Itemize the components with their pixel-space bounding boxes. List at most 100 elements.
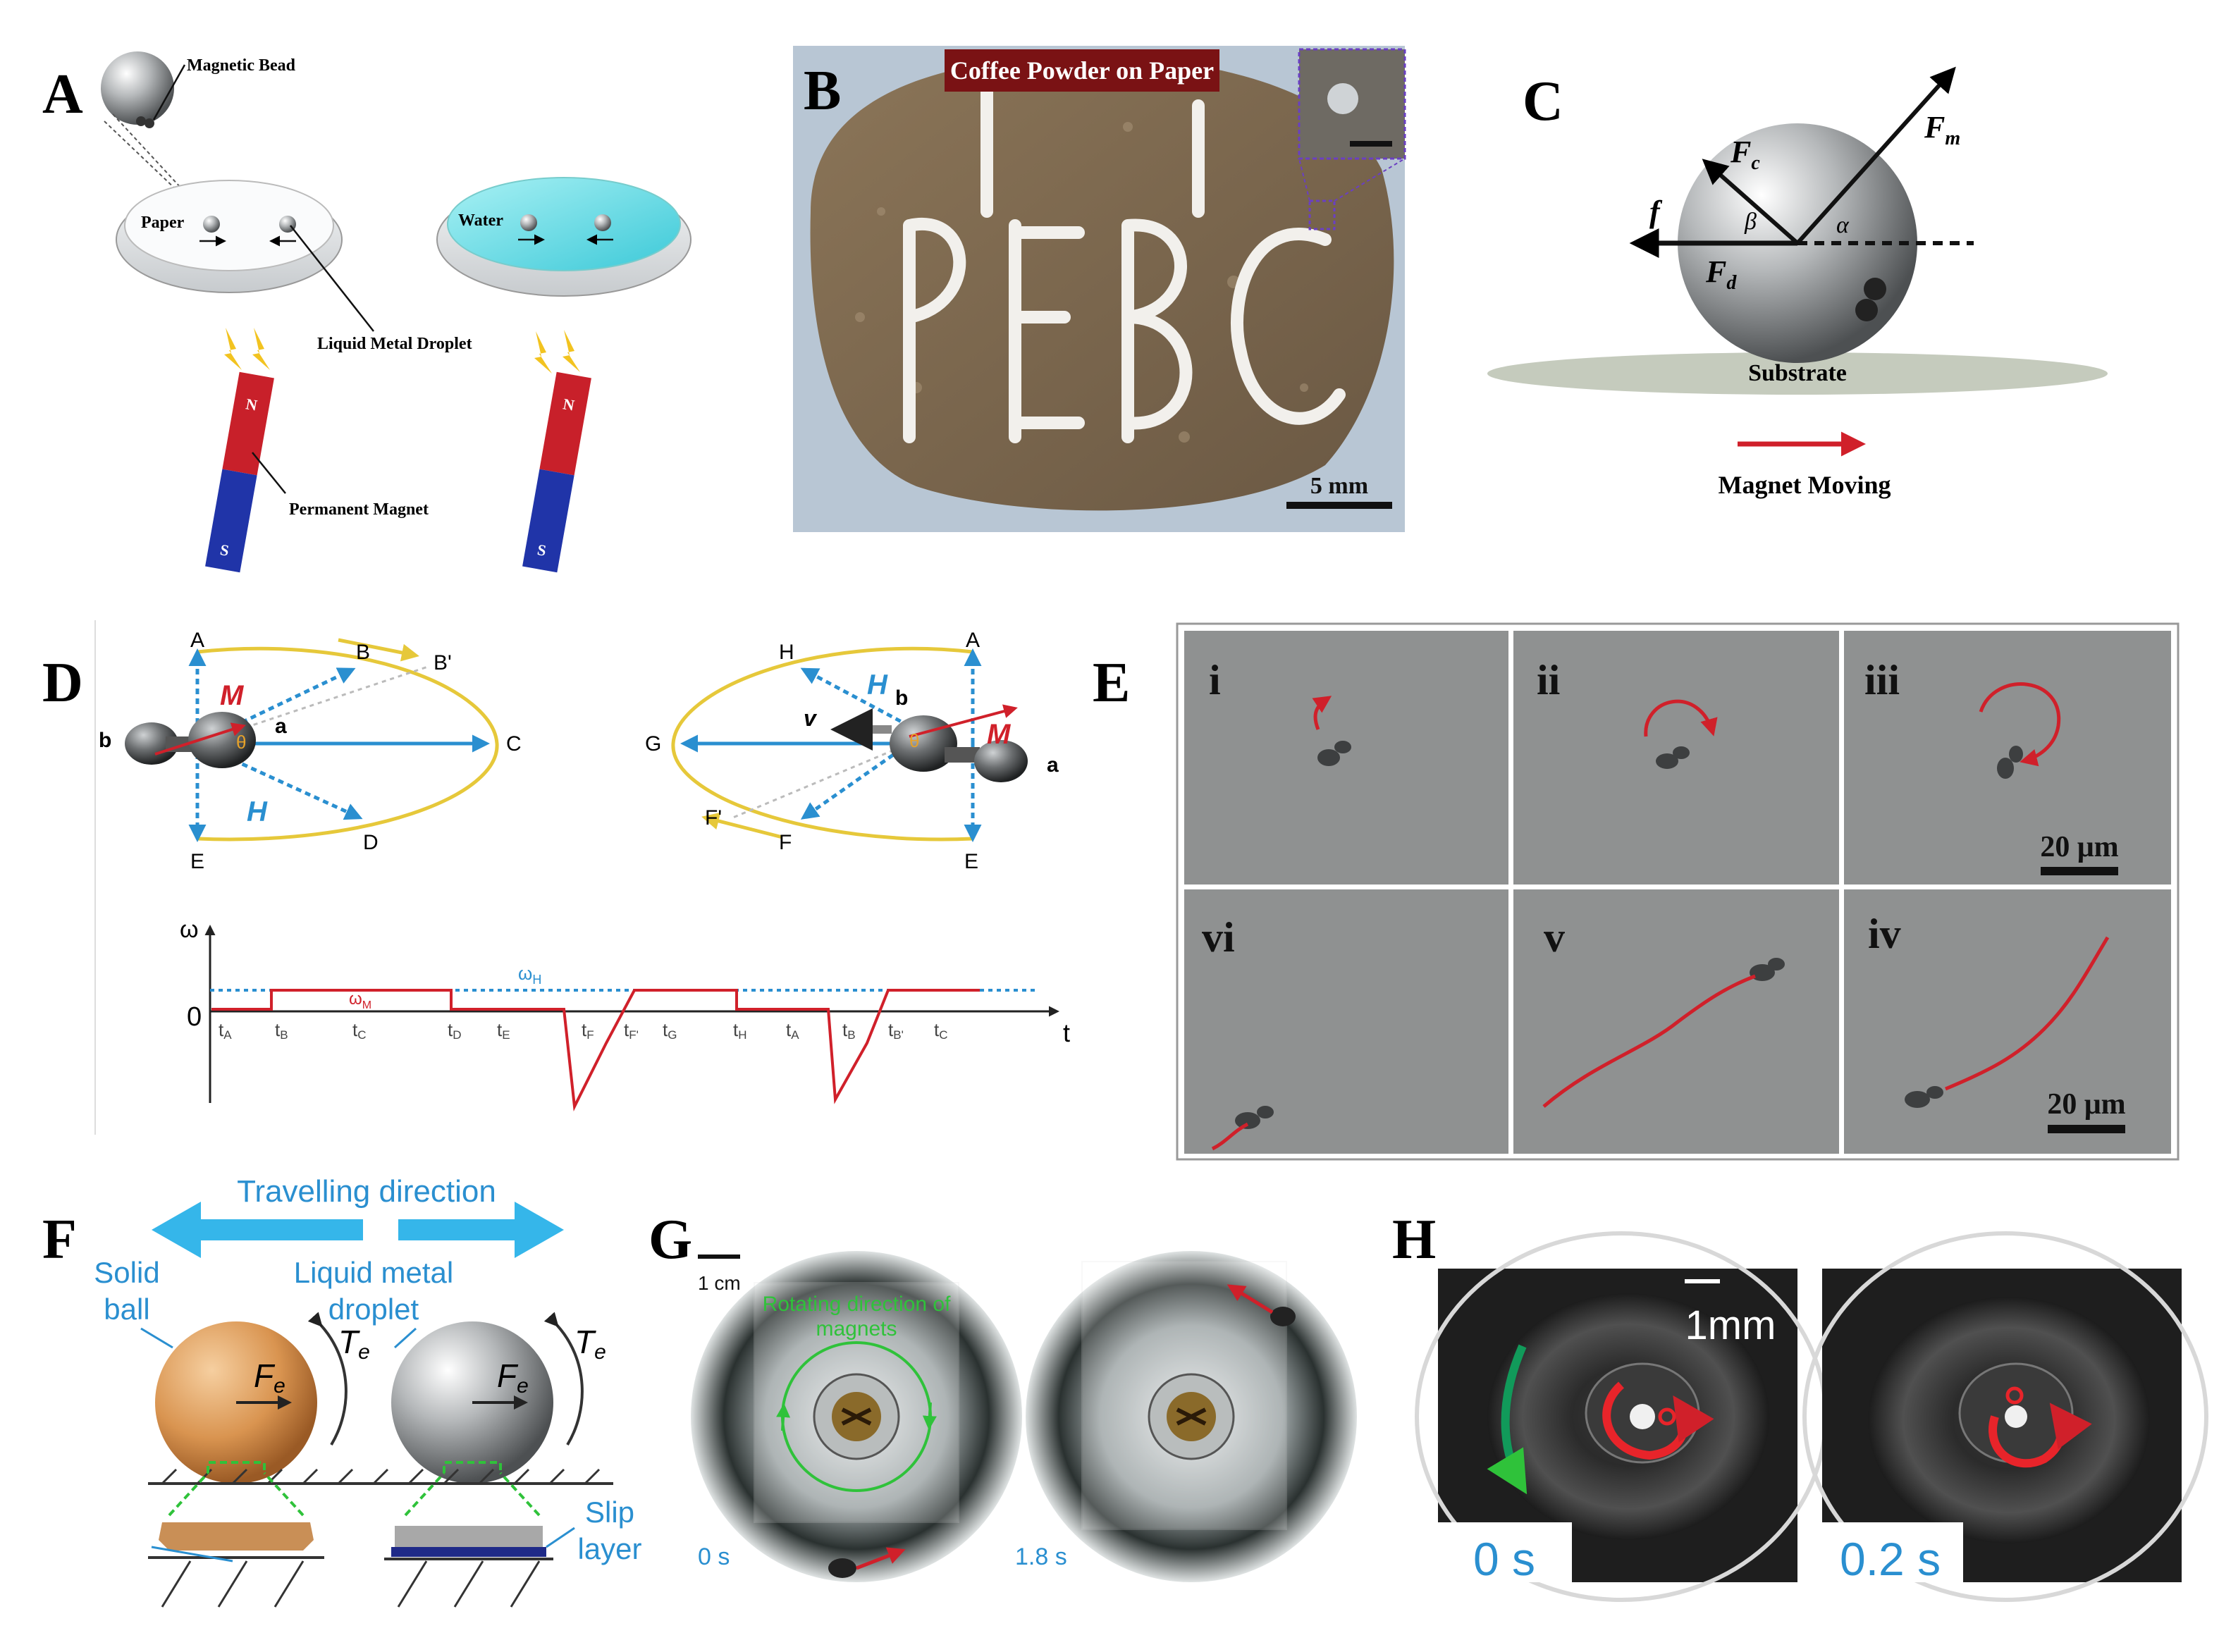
d-left-E: E <box>190 850 204 873</box>
panel-letter-g: G <box>649 1209 692 1271</box>
g-rotating-line1: Rotating direction of <box>763 1293 951 1316</box>
e-tile-vi <box>1184 889 1508 1154</box>
e-label-i: i <box>1209 657 1221 703</box>
d-right-F: F <box>779 831 792 854</box>
d-right-b: b <box>895 686 908 710</box>
e-tile-iv <box>1844 889 2171 1154</box>
label-fe-liquid: Fe <box>497 1357 529 1398</box>
label-fm: Fm <box>1924 110 1960 149</box>
label-magnetic-bead: Magnetic Bead <box>187 56 296 75</box>
permanent-magnet-right: N S <box>522 371 591 573</box>
label-te-solid: Te <box>338 1324 370 1364</box>
d-right-theta: θ <box>909 730 919 751</box>
d-right-v: v <box>804 705 818 731</box>
e-tile-iii <box>1844 631 2171 884</box>
label-magnet-moving: Magnet Moving <box>1719 471 1891 499</box>
panel-letter-b: B <box>804 60 841 122</box>
panel-letter-d: D <box>42 652 83 714</box>
d-right-A: A <box>966 629 980 652</box>
omega-m-curve <box>211 989 980 1111</box>
label-slip: Slip <box>585 1496 634 1529</box>
label-fe-solid: Fe <box>254 1357 285 1398</box>
panel-letter-e: E <box>1093 652 1130 714</box>
label-te-liquid: Te <box>574 1324 606 1364</box>
label-solid: Solid <box>94 1256 159 1289</box>
e-label-iv: iv <box>1868 911 1901 957</box>
svg-text:N: N <box>245 395 259 414</box>
h-time-left: 0 s <box>1473 1533 1535 1585</box>
label-ball: ball <box>104 1293 149 1326</box>
svg-text:tA: tA <box>219 1019 232 1042</box>
scale-bar-b <box>1286 502 1392 509</box>
svg-text:tB: tB <box>842 1019 856 1042</box>
omega-h-label: ωH <box>518 963 541 987</box>
svg-text:tB: tB <box>275 1019 288 1042</box>
g-scale-label: 1 cm <box>698 1272 741 1294</box>
permanent-magnet-left: N S <box>205 371 274 573</box>
label-substrate: Substrate <box>1748 360 1847 386</box>
h-time-right: 0.2 s <box>1840 1533 1941 1585</box>
panel-a: A Magnetic Bead Paper Water Liquid Metal… <box>42 51 691 573</box>
label-droplet: droplet <box>328 1293 419 1326</box>
d-left-vec-m: M <box>220 680 245 711</box>
label-fc: Fc <box>1730 135 1760 174</box>
d-left-C: C <box>506 732 522 756</box>
panel-b: Coffee Powder on Paper B 5 mm <box>793 46 1406 532</box>
svg-text:S: S <box>536 541 547 560</box>
label-liquid-metal-droplet: Liquid Metal Droplet <box>317 335 472 353</box>
solid-contact-zoom <box>159 1522 314 1551</box>
panel-f: F Travelling direction Solid ball Liquid… <box>42 1174 642 1608</box>
svg-text:tH: tH <box>733 1019 747 1042</box>
d-left-theta: θ <box>236 732 246 753</box>
panel-letter-a: A <box>42 63 83 125</box>
label-paper: Paper <box>141 214 185 232</box>
label-permanent-magnet: Permanent Magnet <box>289 500 429 519</box>
d-right-vec-h: H <box>867 670 888 701</box>
left-arrow-icon <box>152 1202 363 1258</box>
scale-label-b: 5 mm <box>1310 473 1368 499</box>
d-left-D: D <box>363 831 379 854</box>
e-label-v: v <box>1544 914 1565 961</box>
graph-zero: 0 <box>187 1002 202 1032</box>
e-label-vi: vi <box>1202 914 1235 961</box>
d-left-a: a <box>275 715 287 738</box>
svg-text:tG: tG <box>663 1019 677 1042</box>
svg-text:tF: tF <box>582 1019 594 1042</box>
slip-layer <box>391 1547 546 1557</box>
svg-text:tA: tA <box>786 1019 799 1042</box>
panel-g: G 1 cm Rotating direction of magnets 0 s… <box>649 1209 1357 1582</box>
d-left-A: A <box>190 629 204 652</box>
d-right-vec-m: M <box>987 719 1012 750</box>
g-time-right: 1.8 s <box>1015 1543 1067 1570</box>
svg-text:tB': tB' <box>888 1019 904 1042</box>
graph-x-label: t <box>1063 1018 1070 1047</box>
h-scale-label: 1mm <box>1685 1302 1776 1348</box>
svg-text:tE: tE <box>497 1019 510 1042</box>
panel-e: E i ii iii vi v iv <box>1093 622 2180 1161</box>
d-left-b: b <box>99 729 111 752</box>
substrate-illustration <box>1487 352 2108 395</box>
svg-text:tC: tC <box>352 1019 367 1042</box>
d-left-vec-h: H <box>247 796 268 827</box>
magnetic-bead-illustration <box>101 51 174 125</box>
coffee-banner: Coffee Powder on Paper <box>950 56 1214 85</box>
panel-letter-f: F <box>42 1209 77 1271</box>
panel-letter-h: H <box>1392 1209 1436 1271</box>
d-right-G: G <box>645 732 661 756</box>
graph-ticks: tA tB tC tD tE tF tF' tG tH tA tB tB' tC <box>219 1019 948 1042</box>
svg-text:S: S <box>219 541 230 560</box>
e-label-ii: ii <box>1537 657 1560 703</box>
label-layer: layer <box>577 1532 641 1565</box>
svg-text:N: N <box>562 395 576 414</box>
liquid-contact-zoom <box>395 1526 543 1547</box>
d-right-F2: F' <box>705 806 722 830</box>
g-time-left: 0 s <box>698 1543 730 1570</box>
panel-c: C Fm Fc Fd f β α Substrate Magnet Moving <box>1487 66 2108 499</box>
travelling-direction: Travelling direction <box>237 1174 496 1209</box>
label-water: Water <box>458 211 503 230</box>
written-letters <box>903 85 1346 443</box>
d-left-B2: B' <box>434 651 452 674</box>
right-arrow-icon <box>398 1202 564 1258</box>
lightning-icon <box>534 331 552 374</box>
e-tile-i <box>1184 631 1508 884</box>
